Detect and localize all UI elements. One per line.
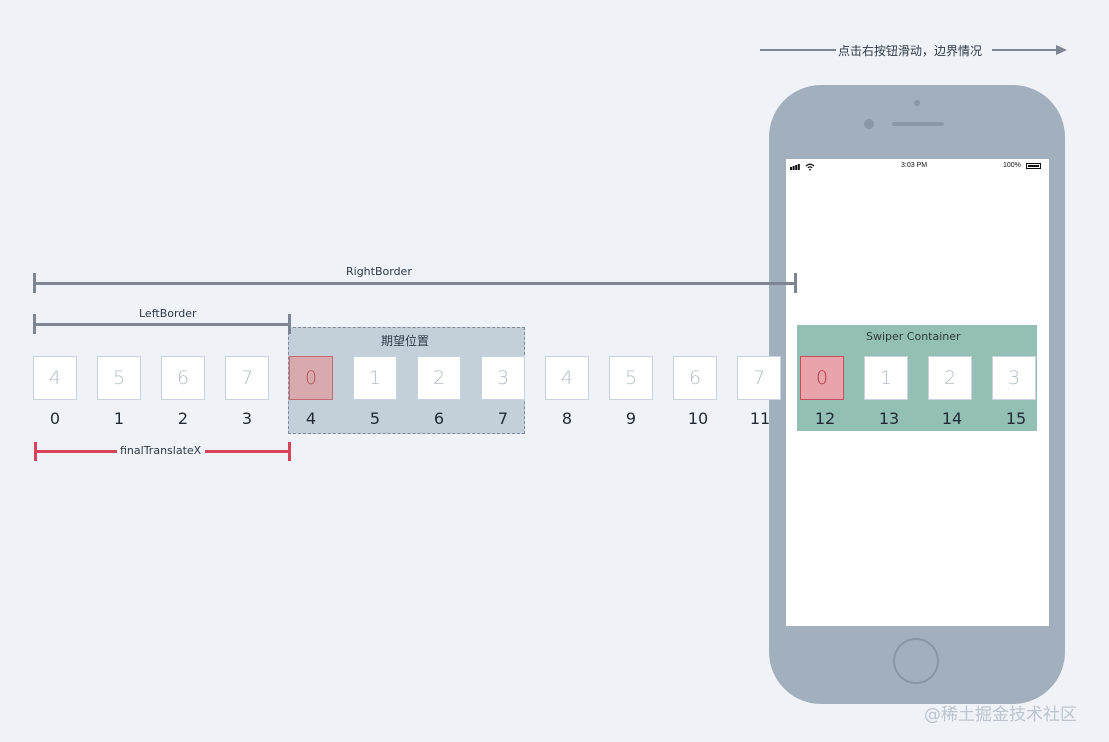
phone-speaker <box>892 122 944 126</box>
slide-index: 9 <box>625 409 637 428</box>
top-arrow-line-left <box>760 49 836 51</box>
left-border-line <box>34 323 290 326</box>
final-translate-tick-right <box>288 442 291 461</box>
left-border-tick-right <box>288 314 291 334</box>
wifi-icon <box>805 163 815 171</box>
arrow-head-icon <box>1056 45 1067 55</box>
slide-index: 6 <box>433 409 445 428</box>
left-border-tick-left <box>33 314 36 334</box>
slide-box: 3 <box>992 356 1036 400</box>
right-border-tick-left <box>33 273 36 293</box>
slide-index: 0 <box>49 409 61 428</box>
slide-box: 1 <box>353 356 397 400</box>
slide-index: 10 <box>687 409 709 428</box>
slide-box: 5 <box>609 356 653 400</box>
slide-box: 3 <box>481 356 525 400</box>
slide-box: 7 <box>737 356 781 400</box>
slide-index: 15 <box>1005 409 1027 428</box>
slide-index: 12 <box>814 409 836 428</box>
slide-box-highlighted: 0 <box>289 356 333 400</box>
slide-box: 2 <box>417 356 461 400</box>
slide-index: 13 <box>878 409 900 428</box>
final-translate-label: finalTranslateX <box>120 444 202 457</box>
battery-percent: 100% <box>1003 162 1021 169</box>
slide-box: 4 <box>33 356 77 400</box>
right-border-label: RightBorder <box>346 265 412 278</box>
final-translate-line-left <box>35 450 117 453</box>
top-arrow-label: 点击右按钮滑动，边界情况 <box>838 44 983 58</box>
slide-index: 7 <box>497 409 509 428</box>
slide-index: 1 <box>113 409 125 428</box>
final-translate-line-right <box>205 450 290 453</box>
swiper-label: Swiper Container <box>866 330 961 343</box>
battery-icon <box>1026 163 1041 169</box>
right-border-line <box>34 282 796 285</box>
expected-position-label: 期望位置 <box>381 334 430 348</box>
slide-index: 14 <box>941 409 963 428</box>
slide-index: 11 <box>749 409 771 428</box>
slide-index: 2 <box>177 409 189 428</box>
slide-box: 1 <box>864 356 908 400</box>
signal-icon <box>790 164 800 170</box>
slide-box-highlighted: 0 <box>800 356 844 400</box>
status-bar: 3:03 PM 100% <box>786 159 1049 175</box>
slide-box: 4 <box>545 356 589 400</box>
slide-index: 8 <box>561 409 573 428</box>
right-border-tick-right <box>794 273 797 293</box>
slide-box: 5 <box>97 356 141 400</box>
slide-index: 3 <box>241 409 253 428</box>
left-border-label: LeftBorder <box>139 307 197 320</box>
home-button[interactable] <box>893 638 939 684</box>
status-time: 3:03 PM <box>901 162 928 169</box>
phone-sensor <box>914 100 920 106</box>
slide-index: 4 <box>305 409 317 428</box>
slide-box: 2 <box>928 356 972 400</box>
slide-index: 5 <box>369 409 381 428</box>
phone-camera <box>864 119 874 129</box>
watermark: @稀土掘金技术社区 <box>924 705 1077 725</box>
slide-box: 7 <box>225 356 269 400</box>
top-arrow-line-right <box>992 49 1058 51</box>
final-translate-tick-left <box>34 442 37 461</box>
slide-box: 6 <box>673 356 717 400</box>
slide-box: 6 <box>161 356 205 400</box>
